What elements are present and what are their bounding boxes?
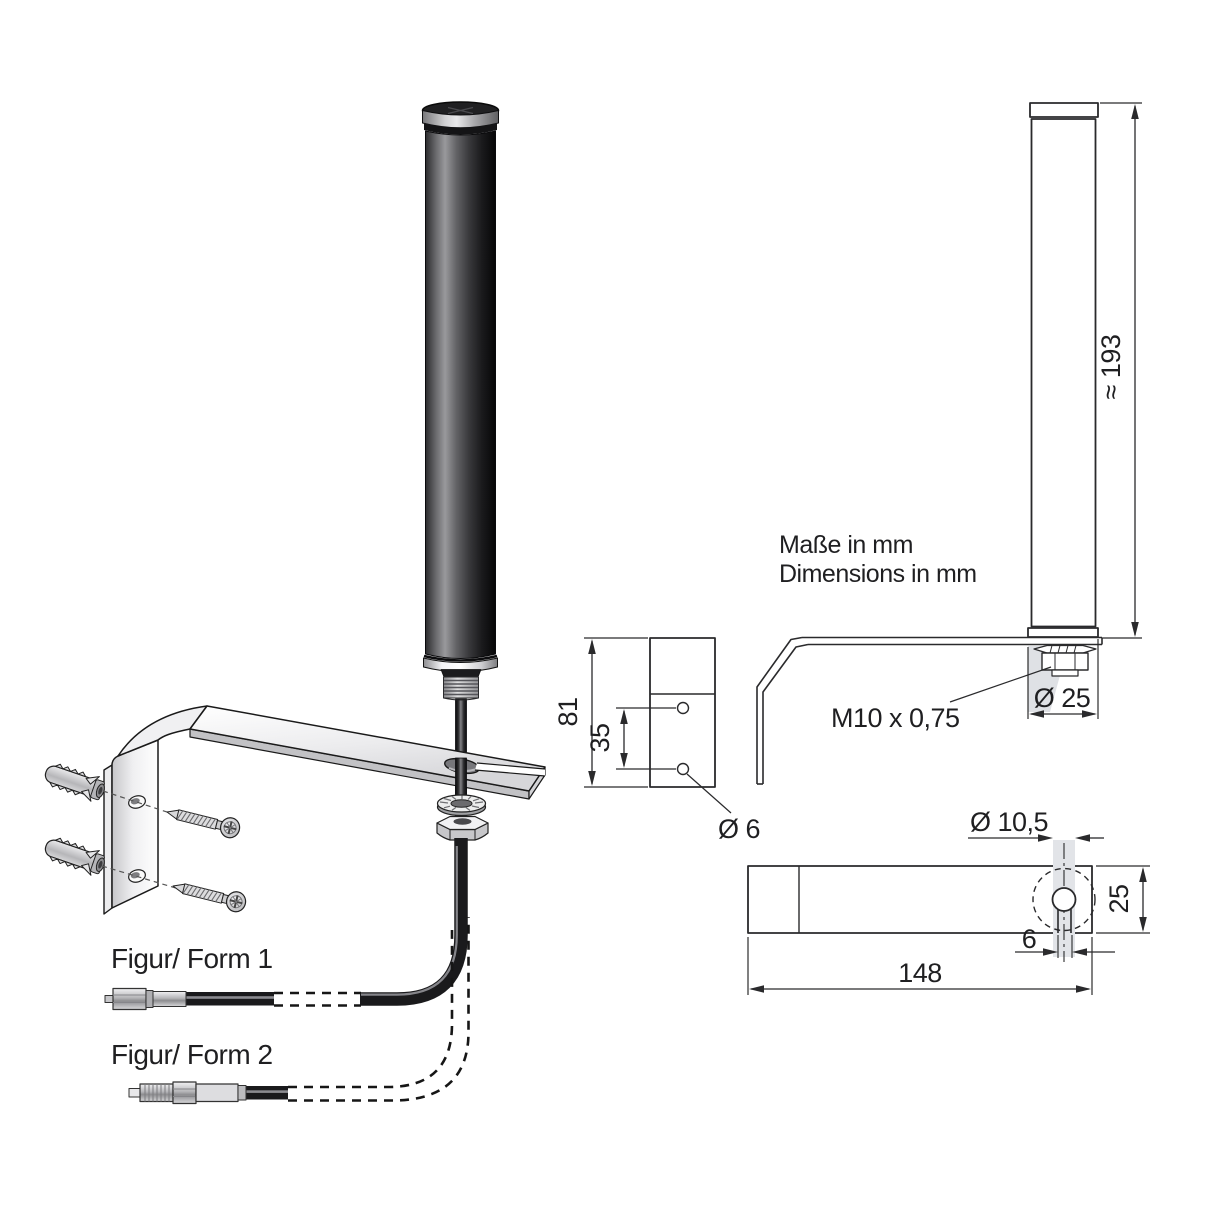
dim-arm-length: 148: [747, 937, 1093, 995]
cable-form2: [246, 917, 470, 1102]
connector-form2: [128, 1081, 247, 1105]
base-diameter-value: Ø 25: [1034, 683, 1091, 713]
keyhole-diameter-value: Ø 10,5: [970, 807, 1048, 837]
wall-anchor-upper: [44, 763, 105, 802]
lock-washer-3d: [436, 794, 487, 817]
assembly-axis-lower: [101, 865, 180, 890]
screw-lower: [172, 883, 247, 913]
note-de: Maße in mm: [779, 531, 913, 559]
arm-slot-3d: [475, 763, 545, 776]
antenna-front-view: [1027, 102, 1099, 638]
plate-hole-upper-2d: [676, 701, 690, 715]
base-footprint-dashed: [1032, 867, 1096, 932]
dimensioned-views: Maße in mm Dimensions in mm: [553, 102, 1150, 995]
antenna-3d: [421, 101, 500, 701]
wall-anchor-lower: [44, 837, 105, 876]
plate-hole-lower-2d: [676, 762, 690, 776]
dim-arm-width: 25: [1096, 865, 1150, 934]
dim-keyhole-diameter: Ø 10,5: [968, 807, 1104, 842]
keyhole-circle: [1051, 887, 1077, 912]
hex-nut-3d: [436, 815, 489, 841]
connector-form1: [104, 987, 187, 1011]
assembly-3d-view: Figur/ Form 1 Figur/ Form 2: [44, 101, 546, 1105]
plate-front-view: [649, 637, 716, 788]
mounting-arm-3d: [189, 705, 546, 800]
screw-upper: [166, 809, 241, 839]
antenna-height-value: ≈ 193: [1096, 335, 1126, 400]
antenna-stud-through-hole: [455, 757, 467, 801]
hole-diameter-value: Ø 6: [718, 814, 760, 844]
plate-height-value: 81: [553, 697, 583, 726]
arm-length-value: 148: [898, 958, 942, 988]
antenna-thread: [443, 676, 479, 701]
slot-width-value: 6: [1022, 924, 1037, 954]
dim-plate-height: 81: [553, 637, 648, 788]
dim-antenna-height: ≈ 193: [1096, 102, 1142, 639]
thread-leader-line: [949, 666, 1052, 703]
figure-form1-label: Figur/ Form 1: [111, 943, 273, 974]
arm-width-value: 25: [1104, 884, 1134, 913]
dim-base-diameter: Ø 25: [1027, 639, 1099, 719]
assembly-axis-upper: [102, 790, 174, 815]
cable-form1: [186, 838, 468, 1007]
arm-top-view: [747, 840, 1096, 962]
figure-form2-label: Figur/ Form 2: [111, 1039, 273, 1070]
hole-dia-leader: [686, 773, 732, 814]
antenna-collar: [423, 657, 498, 673]
hole-spacing-value: 35: [585, 723, 615, 752]
dim-hole-spacing: 35: [585, 707, 676, 770]
thread-label: M10 x 0,75: [831, 703, 960, 733]
nut-side-view: [1033, 644, 1097, 677]
note-en: Dimensions in mm: [779, 560, 977, 588]
